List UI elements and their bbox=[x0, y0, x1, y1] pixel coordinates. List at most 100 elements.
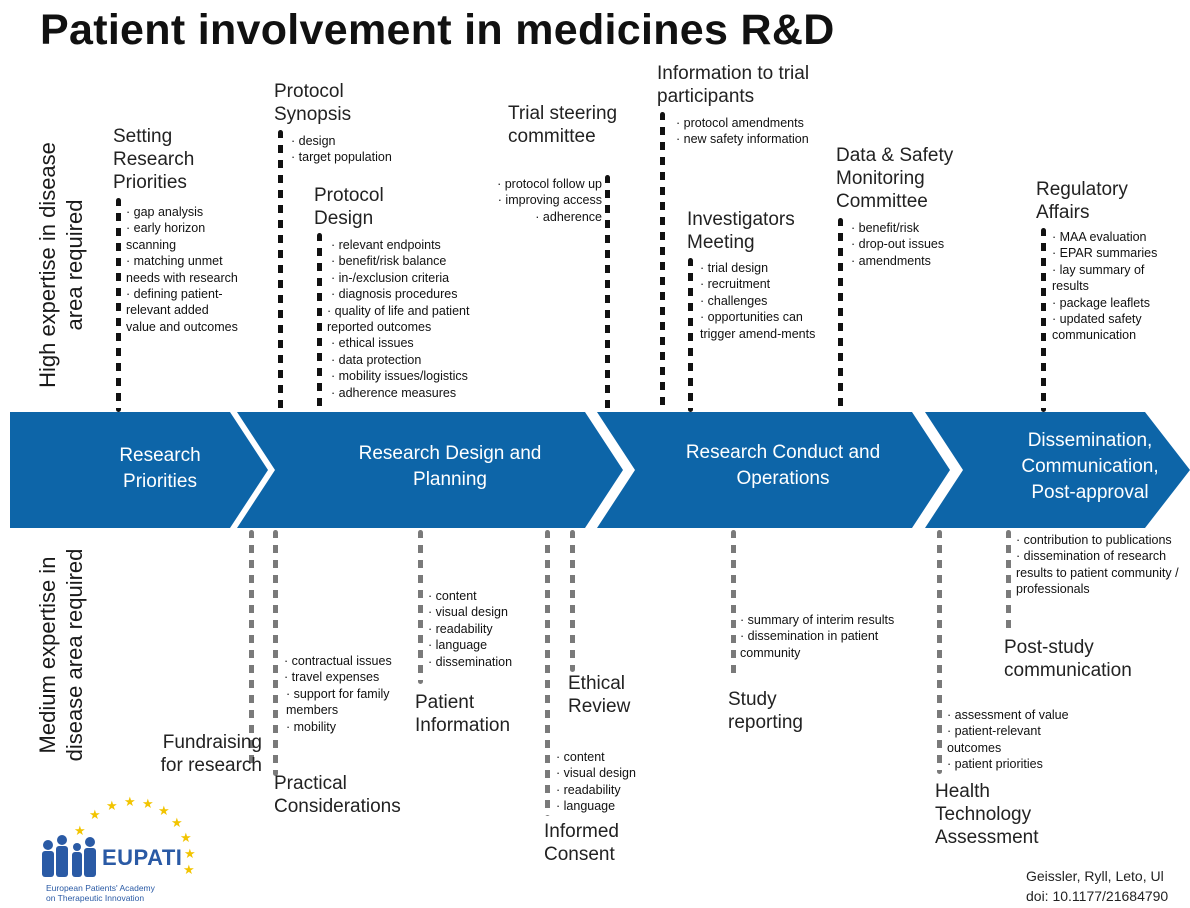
setting-title-text: Setting Research Priorities bbox=[113, 126, 195, 193]
high-expertise-label: High expertise in disease area required bbox=[35, 142, 87, 388]
stage-dissemination: Dissemination, Communication, Post-appro… bbox=[990, 428, 1190, 506]
svg-text:★: ★ bbox=[183, 863, 195, 878]
info-title: Information to trial participants bbox=[657, 63, 810, 107]
dsmc-title: Data & Safety Monitoring Committee bbox=[836, 145, 954, 212]
list-item: benefit/risk bbox=[851, 220, 944, 236]
list-item: updated safety communication bbox=[1052, 311, 1172, 344]
list-item: summary of interim results bbox=[740, 612, 915, 628]
fundraising-title: Fundraising for research bbox=[160, 732, 262, 776]
list-item: improving access bbox=[460, 192, 602, 208]
design-list: relevant endpoints benefit/risk balance … bbox=[327, 237, 516, 401]
list-item: dissemination of research results to pat… bbox=[1016, 548, 1186, 597]
design-title: Protocol Design bbox=[314, 185, 384, 229]
logo-name: EUPATI bbox=[102, 845, 183, 870]
list-item: opportunities can trigger amend-ments bbox=[700, 309, 828, 342]
stage-label: Research Design and Planning bbox=[358, 443, 542, 490]
steering-list: protocol follow up improving access adhe… bbox=[460, 176, 602, 225]
connector-investigators bbox=[688, 258, 693, 412]
investigators-title: Investigators Meeting bbox=[687, 209, 795, 253]
synopsis-title: Protocol Synopsis bbox=[274, 81, 352, 125]
steering-title: Trial steering committee bbox=[508, 103, 618, 147]
list-item: EPAR summaries bbox=[1052, 245, 1172, 261]
process-band bbox=[10, 412, 1190, 528]
hta-list: assessment of value patient-relevant out… bbox=[947, 707, 1097, 773]
poststudy-title: Post-study communication bbox=[1004, 637, 1132, 681]
list-item: mobility bbox=[284, 719, 414, 735]
consent-list: content visual design readability langua… bbox=[556, 749, 636, 815]
list-item: content bbox=[556, 749, 636, 765]
list-item: adherence measures bbox=[331, 385, 516, 401]
stage-label: Research Priorities bbox=[119, 445, 201, 492]
list-item: package leaflets bbox=[1052, 295, 1172, 311]
connector-study bbox=[731, 530, 736, 680]
list-item: mobility issues/logistics bbox=[331, 368, 516, 384]
list-item: content bbox=[428, 588, 512, 604]
list-item: quality of life and patient reported out… bbox=[327, 303, 516, 336]
list-item: target population bbox=[291, 149, 392, 165]
consent-title: Informed Consent bbox=[544, 821, 619, 865]
stage-research-conduct: Research Conduct and Operations bbox=[668, 440, 898, 492]
regulatory-list: MAA evaluation EPAR summaries lay summar… bbox=[1052, 229, 1172, 344]
svg-text:★: ★ bbox=[142, 797, 154, 812]
stage-arrow-3 bbox=[597, 412, 950, 528]
citation-line2: doi: 10.1177/21684790 bbox=[1026, 888, 1169, 904]
list-item: readability bbox=[428, 621, 512, 637]
list-item: patient priorities bbox=[947, 756, 1097, 772]
list-item: protocol follow up bbox=[460, 176, 602, 192]
list-item: relevant endpoints bbox=[331, 237, 516, 253]
study-title: Study reporting bbox=[728, 689, 803, 733]
eupati-logo: ★ ★ ★ ★ ★ ★ ★ ★ ★ ★ EUPATI European Pati… bbox=[34, 795, 209, 908]
synopsis-list: design target population bbox=[291, 133, 392, 166]
list-item: matching unmet needs with research bbox=[126, 253, 241, 286]
list-item: trial design bbox=[700, 260, 828, 276]
medium-expertise-label: Medium expertise in disease area require… bbox=[35, 548, 87, 762]
list-item: new safety information bbox=[676, 131, 809, 147]
list-item: readability bbox=[556, 782, 636, 798]
svg-text:★: ★ bbox=[106, 799, 118, 814]
hta-title: Health Technology Assessment bbox=[935, 781, 1039, 848]
list-item: in-/exclusion criteria bbox=[331, 270, 516, 286]
list-item: gap analysis bbox=[126, 204, 241, 220]
connector-info bbox=[660, 112, 665, 412]
connector-synopsis bbox=[278, 130, 283, 412]
logo-subtitle: European Patients' Academy on Therapeuti… bbox=[46, 883, 155, 903]
stage-research-design: Research Design and Planning bbox=[340, 441, 560, 493]
list-item: benefit/risk balance bbox=[331, 253, 516, 269]
connector-setting bbox=[116, 198, 121, 412]
list-item: diagnosis procedures bbox=[331, 286, 516, 302]
connector-regulatory bbox=[1041, 228, 1046, 412]
list-item: amendments bbox=[851, 253, 944, 269]
setting-title: Setting Research Priorities bbox=[113, 125, 223, 194]
list-item: lay summary of results bbox=[1052, 262, 1172, 295]
list-item: protocol amendments bbox=[676, 115, 809, 131]
list-item: visual design bbox=[556, 765, 636, 781]
info-list: protocol amendments new safety informati… bbox=[676, 115, 809, 148]
list-item: language bbox=[556, 798, 636, 814]
citation-line1: Geissler, Ryll, Leto, Ul bbox=[1026, 868, 1164, 884]
connector-steering bbox=[605, 175, 610, 412]
logo-subtitle-line1: European Patients' Academy bbox=[46, 883, 155, 893]
list-item: defining patient-relevant added value an… bbox=[126, 286, 241, 335]
connector-fundraising bbox=[249, 530, 254, 766]
connector-practical bbox=[273, 530, 278, 776]
stage-arrow-2 bbox=[237, 412, 623, 528]
list-item: adherence bbox=[460, 209, 602, 225]
connector-hta bbox=[937, 530, 942, 774]
star-ring: ★ ★ ★ ★ ★ ★ ★ ★ ★ ★ bbox=[74, 795, 196, 878]
poststudy-list: contribution to publications disseminati… bbox=[1016, 532, 1186, 598]
list-item: dissemination bbox=[428, 654, 512, 670]
list-item: contribution to publications bbox=[1016, 532, 1186, 548]
people-silhouettes bbox=[42, 835, 96, 877]
stage-arrow-1 bbox=[10, 412, 268, 528]
citation: Geissler, Ryll, Leto, Ul doi: 10.1177/21… bbox=[1026, 866, 1190, 908]
list-item: drop-out issues bbox=[851, 236, 944, 252]
svg-text:★: ★ bbox=[171, 816, 183, 831]
setting-list: gap analysis early horizon scanning matc… bbox=[126, 204, 241, 335]
svg-text:★: ★ bbox=[89, 808, 101, 823]
connector-ethical bbox=[570, 530, 575, 672]
study-list: summary of interim results dissemination… bbox=[740, 612, 915, 661]
list-item: support for family members bbox=[284, 686, 414, 719]
logo-subtitle-line2: on Therapeutic Innovation bbox=[46, 893, 145, 903]
list-item: recruitment bbox=[700, 276, 828, 292]
connector-dsmc bbox=[838, 218, 843, 412]
